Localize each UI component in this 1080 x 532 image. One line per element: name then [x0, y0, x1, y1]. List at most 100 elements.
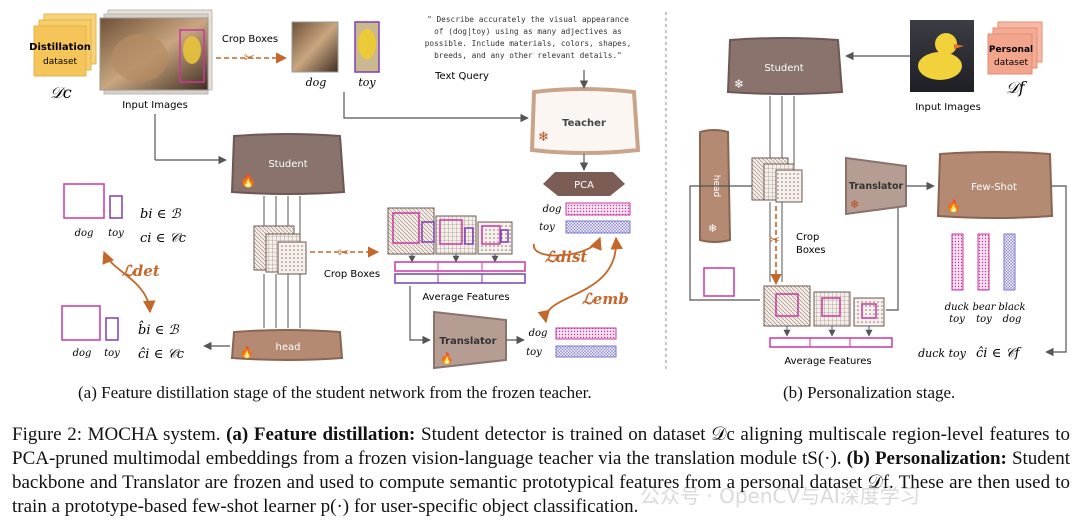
pred-dog-box [61, 305, 101, 341]
feat-dog-label: dog [543, 204, 562, 215]
pred-c-formula: ĉi ∈ 𝒞c [138, 347, 185, 362]
flame-icon-4: 🔥 [946, 199, 961, 213]
scissors-icon-2: ✂ [338, 246, 349, 261]
student-feat-dog [555, 327, 617, 340]
text-query-line-3: possible. Include materials, colors, sha… [425, 39, 632, 48]
output-formula: ĉi ∈ 𝒞f [976, 346, 1022, 361]
figure-caption-b-text: Student backbone and Translator are froz… [12, 448, 1071, 517]
student-module [230, 133, 346, 195]
flame-icon-3: 🔥 [240, 346, 254, 359]
head-label: head [276, 342, 301, 353]
out-dog-label: dog [529, 328, 548, 339]
feat-toy-label: toy [539, 222, 555, 233]
crop-toy-label: toy [358, 76, 376, 89]
fewshot-module [936, 151, 1054, 219]
student-feature-maps-2 [740, 96, 803, 282]
det-loss-arrow [102, 250, 156, 314]
gt-toy-box [109, 195, 123, 219]
gt-b-formula: bi ∈ ℬ [140, 207, 181, 222]
fewshot-to-output-arrow [1045, 185, 1067, 357]
student-feature-maps [253, 196, 307, 328]
watermark: 公众号 · OpenCV与AI深度学习 [640, 484, 920, 508]
crop-dog-label: dog [306, 76, 327, 89]
caption-a: (a) Feature distillation stage of the st… [78, 383, 592, 402]
distillation-dataset-stack: Distillation dataset [29, 13, 97, 77]
translator-label: Translator [439, 336, 496, 347]
class-prototypes [951, 233, 1016, 291]
text-query-label: Text Query [434, 71, 489, 82]
gt-toy-label: toy [108, 228, 124, 239]
dataset-symbol-df: 𝒟f [1006, 78, 1028, 97]
pred-dog-label: dog [73, 348, 92, 359]
prototype-bear-toy [977, 233, 990, 291]
average-features-label: Average Features [422, 292, 509, 303]
pred-b-formula: b̂i ∈ ℬ [138, 320, 179, 338]
features-to-head [689, 185, 760, 301]
gt-dog-label: dog [75, 228, 94, 239]
crop-boxes-label-2: Crop Boxes [324, 269, 380, 280]
personal-dataset-label: Personal [989, 45, 1033, 55]
student-label-2: Student [764, 63, 803, 74]
crop-boxes-label-4: Boxes [796, 245, 826, 256]
fewshot-label: Few-Shot [971, 182, 1017, 193]
text-query-line-2: of (dog|toy) using as many adjectives as [434, 27, 622, 36]
student-label: Student [268, 159, 307, 170]
translator-label-2: Translator [849, 181, 904, 192]
input-images-label-2: Input Images [915, 102, 981, 113]
snowflake-icon-2: ❄ [734, 77, 744, 91]
personal-dataset-label-2: dataset [994, 58, 1028, 68]
gt-dog-box [63, 183, 105, 219]
distillation-dataset-label: Distillation [29, 42, 91, 53]
cropped-feature-maps-2 [763, 285, 885, 337]
teacher-label: Teacher [562, 118, 606, 129]
figure-caption: Figure 2: MOCHA system. (a) Feature dist… [12, 423, 1070, 519]
text-query: " Describe accurately the visual appeara… [425, 15, 632, 60]
flame-icon-2: 🔥 [440, 352, 454, 365]
loss-det: ℒdet [122, 262, 160, 280]
teacher-module [529, 87, 641, 155]
prototype-black-dog [1003, 233, 1016, 291]
pred-toy-label: toy [104, 348, 120, 359]
images-to-teacher-arrow [343, 92, 529, 123]
flame-icon: 🔥 [240, 173, 256, 189]
teacher-feat-dog [565, 202, 631, 216]
class-label-1: duck [945, 302, 970, 313]
output-label: duck toy [918, 347, 966, 360]
personal-dataset-stack: Personal dataset [987, 21, 1043, 75]
snowflake-icon-4: ❄ [850, 198, 859, 211]
head-module [230, 329, 344, 361]
snowflake-icon-3: ❄ [708, 222, 717, 235]
avg-feature-magenta [394, 261, 526, 272]
avg-to-translator-arrow [409, 286, 431, 345]
figure-caption-a-title: (a) Feature distillation: [226, 424, 416, 445]
distillation-dataset-label-2: dataset [43, 57, 77, 67]
pca-label: PCA [574, 180, 594, 191]
loss-emb: ℒemb [582, 290, 629, 308]
translator-module-2 [845, 156, 907, 216]
teacher-feat-toy [565, 220, 631, 234]
caption-b: (b) Personalization stage. [783, 383, 956, 402]
translator-module [433, 310, 507, 370]
loss-dist: ℒdist [545, 248, 587, 266]
pred-toy-box [105, 317, 119, 341]
text-query-line-1: " Describe accurately the visual appeara… [427, 15, 629, 24]
emb-loss-arrow [537, 236, 624, 324]
student-feat-toy [555, 345, 617, 358]
class-label-2b: toy [976, 314, 992, 325]
text-query-line-4: breeds, and any other relevant details." [434, 51, 622, 60]
dataset-symbol-dc: 𝒟c [50, 83, 72, 102]
figure-caption-prefix: Figure 2: MOCHA system. [12, 424, 227, 445]
cropped-feature-maps [387, 207, 513, 263]
figure-caption-a-text: Student detector is trained on dataset 𝒟… [12, 424, 1070, 469]
out-toy-label: toy [526, 347, 542, 358]
class-label-1b: toy [949, 314, 965, 325]
input-images-stack [99, 9, 213, 95]
class-label-3b: dog [1003, 314, 1022, 325]
crop-dog-image [291, 21, 339, 73]
gt-c-formula: ci ∈ 𝒞c [140, 231, 187, 246]
snowflake-icon: ❄ [538, 130, 549, 145]
crop-boxes-label-3: Crop [796, 232, 819, 243]
student-module-2 [726, 37, 844, 95]
duck-box-outline [703, 267, 735, 297]
